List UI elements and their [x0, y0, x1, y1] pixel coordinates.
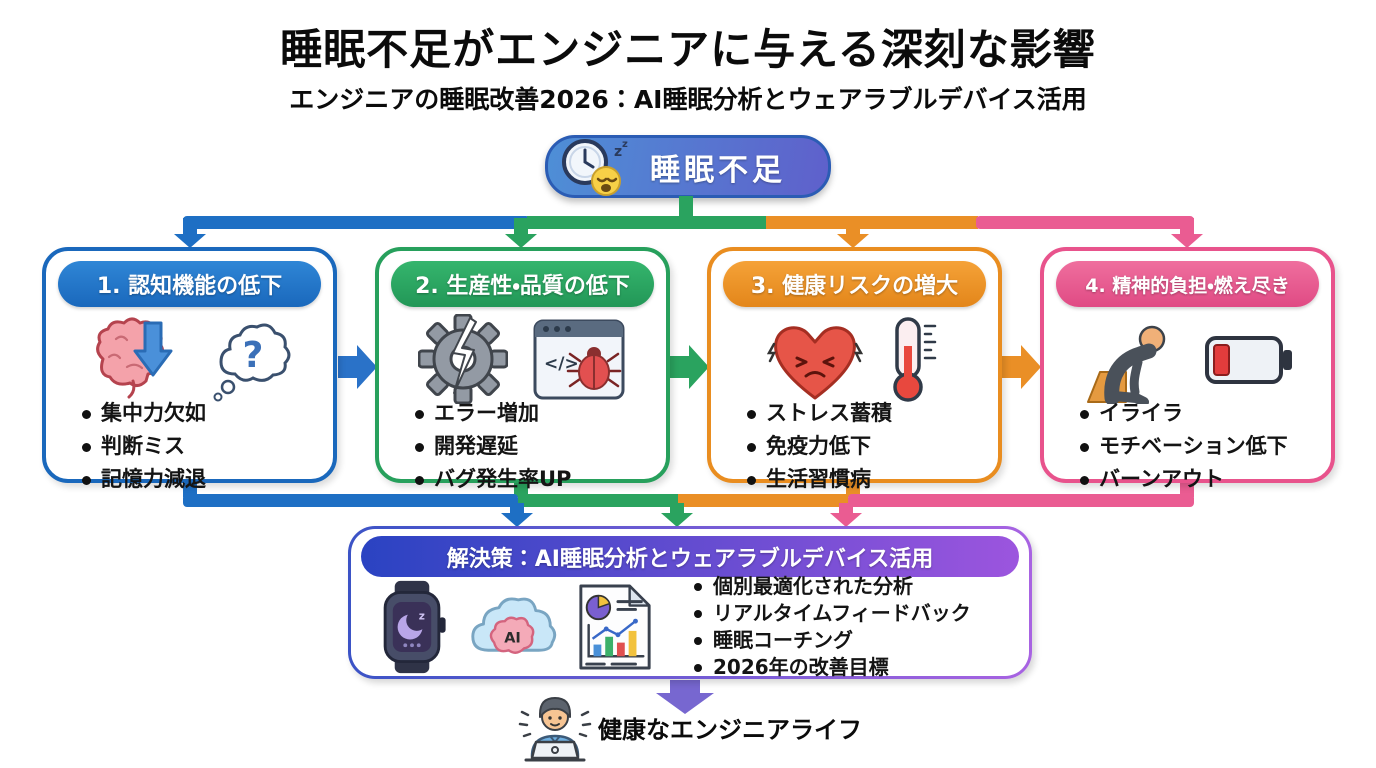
solution-item: 2026年の改善目標: [691, 654, 971, 681]
effect-box-burnout: 4. 精神的負担・燃え尽き イライラ モチベーション低下 バーンアウト: [1040, 247, 1335, 491]
arrow-box3-to-box4: [1002, 345, 1041, 389]
top-down-arrows: [174, 218, 1203, 248]
brain-decline-icon: [95, 317, 172, 399]
effect-box-productivity-decline: 2. 生産性・品質の低下: [375, 247, 670, 491]
effect-item: モチベーション低下: [1076, 430, 1325, 463]
effect-box-cognitive-decline: 1. 認知機能の低下 ? 集中力欠如 判断ミス 記憶力減退: [42, 247, 337, 491]
effect-item-list: イライラ モチベーション低下 バーンアウト: [1076, 397, 1325, 496]
happy-engineer-icon: [518, 697, 592, 762]
analytics-report-icon: [579, 584, 651, 669]
effect-item: 記憶力減退: [78, 463, 327, 496]
effect-box-icons: [1044, 313, 1331, 405]
smartwatch-icon: z: [383, 580, 446, 673]
effect-item: 開発遅延: [411, 430, 660, 463]
solution-in-arrows: [501, 503, 862, 527]
page-title: 睡眠不足がエンジニアに与える深刻な影響: [280, 25, 1096, 74]
svg-text:z: z: [622, 139, 628, 150]
svg-text:z: z: [419, 610, 425, 622]
page-subtitle: エンジニアの睡眠改善2026：AI睡眠分析とウェアラブルデバイス活用: [289, 85, 1087, 114]
effect-item: バグ発生率UP: [411, 463, 660, 496]
effect-item: 集中力欠如: [78, 397, 327, 430]
root-node-sleep-deprivation: z z 睡眠不足: [545, 135, 831, 198]
effect-box-title: 2. 生産性・品質の低下: [391, 261, 654, 307]
thermometer-icon: [892, 317, 936, 402]
low-battery-icon: [1204, 336, 1292, 384]
arrow-box1-to-box2: [338, 345, 377, 389]
svg-text:</>: </>: [544, 354, 579, 374]
bottom-stubs: [183, 481, 1194, 497]
effect-box-title: 3. 健康リスクの増大: [723, 261, 986, 307]
sleepy-clock-icon: z z: [562, 138, 628, 196]
effect-box-icons: ?: [46, 313, 333, 405]
solution-item: リアルタイムフィードバック: [691, 600, 971, 627]
burnout-person-icon: [1086, 325, 1165, 404]
ai-cloud-icon: AI: [471, 596, 557, 654]
svg-text:z: z: [614, 144, 622, 160]
solution-title: 解決策：AI睡眠分析とウェアラブルデバイス活用: [361, 536, 1019, 577]
effect-item: 判断ミス: [78, 430, 327, 463]
effect-item: エラー増加: [411, 397, 660, 430]
effect-item-list: ストレス蓄積 免疫力低下 生活習慣病: [743, 397, 992, 496]
effect-item: ストレス蓄積: [743, 397, 992, 430]
arrow-to-outcome: [656, 680, 714, 714]
solution-item: 睡眠コーチング: [691, 627, 971, 654]
stressed-heart-icon: [766, 326, 863, 400]
effect-box-icons: [711, 313, 998, 405]
effect-box-health-risk: 3. 健康リスクの増大 ストレス蓄積 免疫力低下 生活習慣病: [707, 247, 1002, 491]
solution-box: 解決策：AI睡眠分析とウェアラブルデバイス活用 z AI: [348, 526, 1032, 679]
effect-item: 生活習慣病: [743, 463, 992, 496]
effect-item-list: 集中力欠如 判断ミス 記憶力減退: [78, 397, 327, 496]
effect-item-list: エラー増加 開発遅延 バグ発生率UP: [411, 397, 660, 496]
bug-window-icon: </>: [533, 319, 625, 399]
top-distribution-bar: [183, 216, 1194, 229]
broken-gear-icon: [418, 314, 508, 404]
root-stub-connector: [679, 196, 693, 220]
effect-item: バーンアウト: [1076, 463, 1325, 496]
effect-box-icons: </>: [379, 313, 666, 405]
effect-item: イライラ: [1076, 397, 1325, 430]
svg-text:?: ?: [242, 335, 263, 376]
arrow-box2-to-box3: [670, 345, 709, 389]
solution-icons: z AI: [373, 579, 655, 675]
solution-item: 個別最適化された分析: [691, 573, 971, 600]
bottom-gathering-bar: [183, 494, 1194, 507]
outcome-label: 健康なエンジニアライフ: [598, 716, 862, 744]
solution-item-list: 個別最適化された分析 リアルタイムフィードバック 睡眠コーチング 2026年の改…: [691, 573, 971, 681]
root-node-label: 睡眠不足: [650, 152, 786, 188]
effect-box-title: 4. 精神的負担・燃え尽き: [1056, 261, 1319, 307]
svg-text:AI: AI: [504, 630, 521, 646]
effect-box-title: 1. 認知機能の低下: [58, 261, 321, 307]
effect-item: 免疫力低下: [743, 430, 992, 463]
question-bubble-icon: ?: [213, 323, 290, 402]
